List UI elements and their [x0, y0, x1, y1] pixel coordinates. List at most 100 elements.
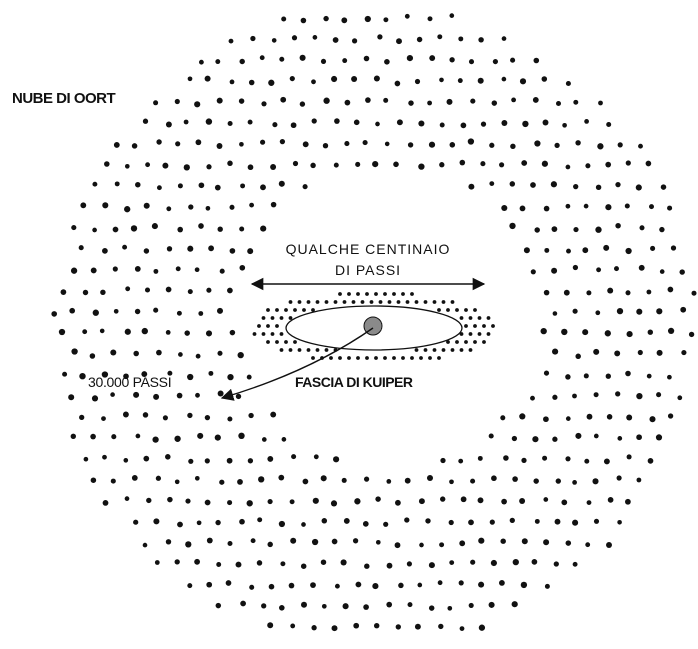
oort-dot — [102, 202, 109, 209]
oort-dot — [142, 118, 149, 124]
oort-dot — [395, 624, 401, 630]
kuiper-dot — [279, 316, 284, 320]
oort-dot — [605, 161, 612, 168]
kuiper-dot — [306, 300, 311, 304]
oort-dot — [178, 352, 183, 357]
oort-dot — [141, 371, 148, 378]
oort-dot — [258, 476, 265, 483]
kuiper-dot — [270, 332, 275, 336]
oort-dot — [384, 141, 390, 147]
oort-dot — [533, 57, 540, 64]
oort-dot — [573, 183, 579, 190]
kuiper-dot — [315, 348, 320, 352]
oort-dot — [131, 475, 138, 481]
kuiper-dot — [338, 356, 342, 360]
oort-dot — [542, 455, 548, 461]
oort-dot — [523, 247, 530, 254]
oort-dot — [407, 142, 414, 148]
kuiper-dot — [360, 300, 365, 304]
oort-dot — [226, 457, 233, 464]
oort-dot — [522, 120, 529, 128]
oort-dot — [565, 416, 571, 421]
oort-dot — [321, 603, 327, 609]
oort-dot — [217, 390, 224, 397]
span-label-line2: DI PASSI — [335, 262, 401, 278]
kuiper-dot — [279, 332, 284, 336]
oort-dot — [187, 583, 193, 589]
kuiper-dot — [302, 308, 306, 312]
oort-dot — [439, 542, 445, 548]
oort-dot — [573, 99, 579, 105]
oort-dot — [606, 542, 612, 548]
kuiper-dot — [414, 300, 419, 304]
oort-dot — [408, 100, 414, 106]
oort-dot — [500, 538, 506, 544]
oort-dot — [437, 580, 443, 586]
oort-dot — [219, 268, 225, 274]
oort-dot — [320, 58, 327, 64]
oort-dot — [133, 350, 139, 357]
oort-dot — [133, 391, 140, 398]
oort-dot — [365, 97, 371, 103]
oort-dot — [292, 160, 299, 167]
oort-dot — [270, 411, 277, 418]
oort-dot — [404, 13, 410, 19]
oort-dot — [302, 478, 309, 485]
oort-dot — [555, 478, 561, 484]
oort-dot — [323, 15, 329, 22]
oort-dot — [217, 226, 223, 232]
oort-dot — [458, 580, 464, 586]
kuiper-dot — [410, 292, 414, 296]
kuiper-dot — [311, 356, 315, 360]
oort-dot — [625, 160, 631, 166]
oort-dot — [204, 499, 211, 506]
oort-dot — [216, 562, 222, 567]
oort-dot — [427, 16, 433, 22]
kuiper-dot — [464, 340, 468, 344]
kuiper-dot — [482, 324, 486, 328]
oort-dot — [584, 119, 589, 124]
kuiper-dot — [338, 292, 342, 296]
oort-dot — [478, 537, 485, 544]
oort-dot — [187, 289, 193, 295]
oort-dot — [185, 541, 192, 548]
oort-dot — [416, 36, 423, 43]
oort-dot — [101, 371, 109, 378]
oort-dot — [418, 498, 425, 505]
oort-dot — [102, 248, 108, 254]
kuiper-dot — [392, 292, 396, 296]
oort-dot — [492, 59, 498, 65]
oort-dot — [626, 454, 632, 460]
oort-dot — [460, 496, 467, 503]
oort-dot — [155, 475, 162, 481]
oort-dot — [122, 244, 128, 250]
oort-dot — [279, 605, 285, 611]
oort-dot — [603, 244, 610, 251]
oort-dot — [58, 328, 66, 336]
oort-dot — [562, 122, 567, 128]
oort-dot — [552, 394, 558, 400]
oort-dot — [330, 500, 338, 507]
oort-dot — [489, 142, 495, 148]
kuiper-dot — [369, 300, 374, 304]
oort-dot — [625, 370, 631, 377]
oort-dot — [248, 79, 255, 86]
oort-dot — [90, 477, 97, 483]
oort-dot — [511, 601, 518, 608]
oort-dot — [363, 55, 370, 62]
oort-dot — [531, 559, 538, 565]
oort-dot — [554, 518, 561, 525]
oort-dot — [438, 623, 444, 630]
oort-dot — [198, 311, 204, 316]
kuiper-dot — [284, 340, 288, 344]
oort-dot — [595, 226, 602, 233]
oort-dot — [532, 436, 539, 443]
oort-dot — [216, 97, 223, 104]
kuiper-dot — [405, 300, 410, 304]
oort-dot — [196, 520, 202, 526]
oort-dot — [227, 500, 233, 506]
kuiper-dot — [468, 348, 473, 352]
oort-dot — [488, 433, 494, 439]
oort-dot — [194, 475, 200, 481]
oort-dot — [205, 205, 211, 211]
